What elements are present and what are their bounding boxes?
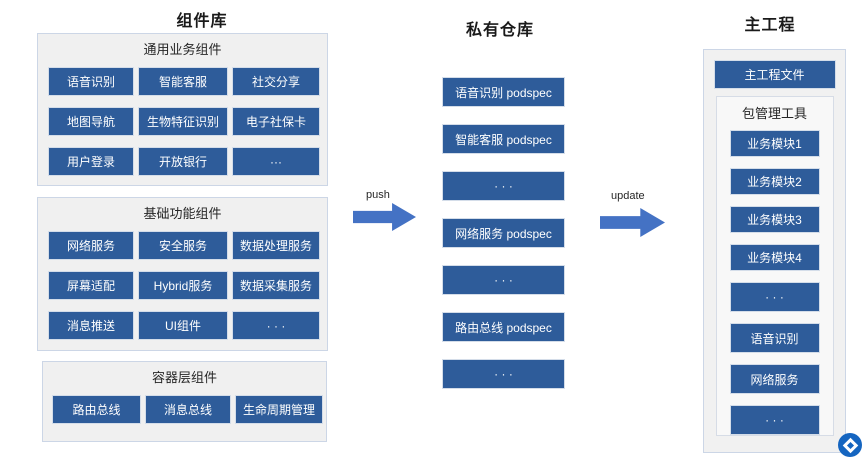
podspec-node-ellipsis: · · · <box>442 265 565 295</box>
podspec-node: 路由总线 podspec <box>442 312 565 342</box>
component-node: 地图导航 <box>48 107 134 136</box>
module-node: 业务模块1 <box>729 130 820 157</box>
module-node-ellipsis: · · · <box>729 282 820 312</box>
diamond-logo-icon <box>838 433 862 457</box>
component-node: 网络服务 <box>48 231 134 260</box>
component-node: 路由总线 <box>52 395 141 424</box>
package-manager-box: 包管理工具 业务模块1 业务模块2 业务模块3 业务模块4 · · · 语音识别… <box>715 96 834 436</box>
group-title: 容器层组件 <box>151 370 217 385</box>
button-grid: 网络服务 安全服务 数据处理服务 屏幕适配 Hybrid服务 数据采集服务 消息… <box>48 231 327 340</box>
main-project-file-node: 主工程文件 <box>713 60 836 89</box>
component-node: 消息推送 <box>48 311 134 340</box>
button-grid: 路由总线 消息总线 生命周期管理 <box>52 395 326 424</box>
module-node: 业务模块3 <box>729 206 820 233</box>
component-node: 数据处理服务 <box>232 231 320 260</box>
module-node: 语音识别 <box>729 323 820 353</box>
podspec-node-ellipsis: · · · <box>442 171 565 201</box>
push-arrow-label: push <box>366 189 390 201</box>
group-container-layer-components: 容器层组件 路由总线 消息总线 生命周期管理 <box>42 361 327 442</box>
component-node: 数据采集服务 <box>232 271 320 300</box>
package-stack: 业务模块1 业务模块2 业务模块3 业务模块4 · · · 语音识别 网络服务 … <box>717 130 833 435</box>
module-node-ellipsis: · · · <box>729 405 820 435</box>
component-node: 开放银行 <box>138 147 228 176</box>
component-node: 生命周期管理 <box>235 395 323 424</box>
podspec-node: 智能客服 podspec <box>442 124 565 154</box>
component-node: 社交分享 <box>232 67 320 96</box>
component-node: 生物特征识别 <box>138 107 228 136</box>
module-node: 业务模块2 <box>729 168 820 195</box>
component-node: Hybrid服务 <box>138 271 228 300</box>
group-title: 通用业务组件 <box>143 42 222 57</box>
group-title: 基础功能组件 <box>143 206 222 221</box>
main-column-title: 主工程 <box>744 17 796 34</box>
repo-column-title: 私有仓库 <box>465 22 534 39</box>
package-manager-title: 包管理工具 <box>741 106 807 121</box>
component-node: 语音识别 <box>48 67 134 96</box>
group-basic-function-components: 基础功能组件 网络服务 安全服务 数据处理服务 屏幕适配 Hybrid服务 数据… <box>37 197 328 351</box>
module-node: 业务模块4 <box>729 244 820 271</box>
update-arrow-icon <box>600 208 665 237</box>
component-node-ellipsis: · · · <box>232 311 320 340</box>
component-node: 安全服务 <box>138 231 228 260</box>
library-column-title: 组件库 <box>176 13 228 30</box>
component-node-ellipsis: ··· <box>232 147 320 176</box>
component-node: 智能客服 <box>138 67 228 96</box>
update-arrow-label: update <box>611 190 645 202</box>
diamond-inner <box>846 441 854 449</box>
main-project-box: 主工程文件 包管理工具 业务模块1 业务模块2 业务模块3 业务模块4 · · … <box>703 49 846 453</box>
component-node: 屏幕适配 <box>48 271 134 300</box>
diamond-shape <box>842 437 858 453</box>
button-grid: 语音识别 智能客服 社交分享 地图导航 生物特征识别 电子社保卡 用户登录 开放… <box>48 67 327 176</box>
component-node: 电子社保卡 <box>232 107 320 136</box>
module-node: 网络服务 <box>729 364 820 394</box>
podspec-node: 语音识别 podspec <box>442 77 565 107</box>
component-node: 用户登录 <box>48 147 134 176</box>
podspec-node-ellipsis: · · · <box>442 359 565 389</box>
push-arrow-icon <box>353 203 416 231</box>
group-common-business-components: 通用业务组件 语音识别 智能客服 社交分享 地图导航 生物特征识别 电子社保卡 … <box>37 33 328 186</box>
podspec-node: 网络服务 podspec <box>442 218 565 248</box>
private-repo-stack: 语音识别 podspec 智能客服 podspec · · · 网络服务 pod… <box>442 77 565 389</box>
component-node: 消息总线 <box>145 395 231 424</box>
component-node: UI组件 <box>138 311 228 340</box>
